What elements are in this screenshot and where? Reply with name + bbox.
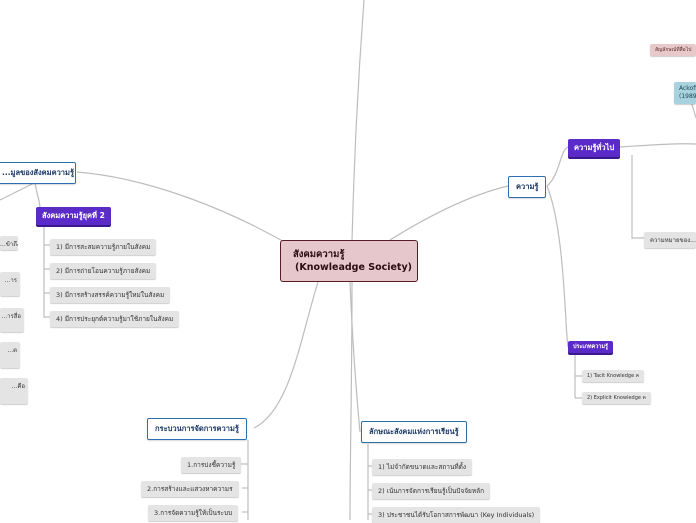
topic-km-process[interactable]: กระบวนการจัดการความรู้ — [147, 418, 247, 440]
society-item-2[interactable]: 2) มีการถ่ายโอนความรู้ภายสังคม — [50, 263, 157, 279]
left-partial-node-1[interactable]: ...ข้าถึง — [0, 236, 18, 250]
characteristic-item-2[interactable]: 2) เน้นการจัดการเรียนรู้เป็นปัจจัยหลัก — [372, 483, 491, 499]
topic-society-foundation[interactable]: ...มูลของสังคมความรู้ — [0, 162, 76, 184]
type-explicit-knowledge[interactable]: 2) Explicit Knowledge ค — [582, 392, 651, 404]
subtopic-society-gen2[interactable]: สังคมความรู้ยุคที่ 2 — [36, 207, 111, 225]
process-item-3[interactable]: 3.การจัดความรู้ให้เป็นระบบ — [148, 505, 239, 521]
general-item-symbol[interactable]: สัญลักษณ์ที่สื่อไป — [650, 44, 696, 56]
process-item-2[interactable]: 2.การสร้างและแสวงหาความร — [141, 481, 239, 497]
subtopic-knowledge-types[interactable]: ประเภทความรู้ — [568, 341, 613, 353]
central-topic-subtitle: (Knowleadge Society) — [295, 262, 413, 273]
characteristic-item-3[interactable]: 3) ประชาชนได้รับโอกาสการพัฒนา (Key Indiv… — [372, 507, 541, 523]
process-item-1[interactable]: 1.การบ่งชี้ความรู้ — [181, 457, 242, 473]
society-item-4[interactable]: 4) มีการประยุกต์ความรู้มาใช้ภายในสังคม — [50, 311, 180, 327]
ackoff-line-2: (1989 — [679, 93, 696, 100]
society-item-1[interactable]: 1) มีการสะสมความรู้ภายในสังคม — [50, 239, 157, 255]
subtopic-general-knowledge[interactable]: ความรู้ทั่วไป — [568, 139, 621, 157]
left-partial-node-4[interactable]: ...ต — [0, 342, 20, 368]
type-tacit-knowledge[interactable]: 1) Tacit Knowledge ค — [582, 370, 645, 382]
society-item-3[interactable]: 3) มีการสร้างสรรค์ความรู้ใหม่ในสังคม — [50, 287, 171, 303]
topic-learning-society[interactable]: ลักษณะสังคมแห่งการเรียนรู้ — [361, 421, 467, 443]
central-topic[interactable]: สังคมความรู้ (Knowleadge Society) — [280, 240, 418, 282]
central-topic-title: สังคมความรู้ — [293, 249, 345, 260]
ackoff-line-1: Ackoff — [679, 85, 696, 92]
left-partial-node-5[interactable]: ...คือ — [0, 378, 28, 404]
left-partial-node-3[interactable]: ...ารสื่อ — [0, 308, 24, 332]
general-item-ackoff[interactable]: Ackoff (1989 — [674, 82, 696, 104]
characteristic-item-1[interactable]: 1) ไม่จำกัดขนาดและสถานที่ตั้ง — [372, 459, 473, 475]
general-item-meaning[interactable]: ความหมายของ... — [644, 232, 696, 248]
left-partial-node-2[interactable]: ...าร — [0, 272, 20, 296]
topic-knowledge[interactable]: ความรู้ — [508, 176, 547, 198]
